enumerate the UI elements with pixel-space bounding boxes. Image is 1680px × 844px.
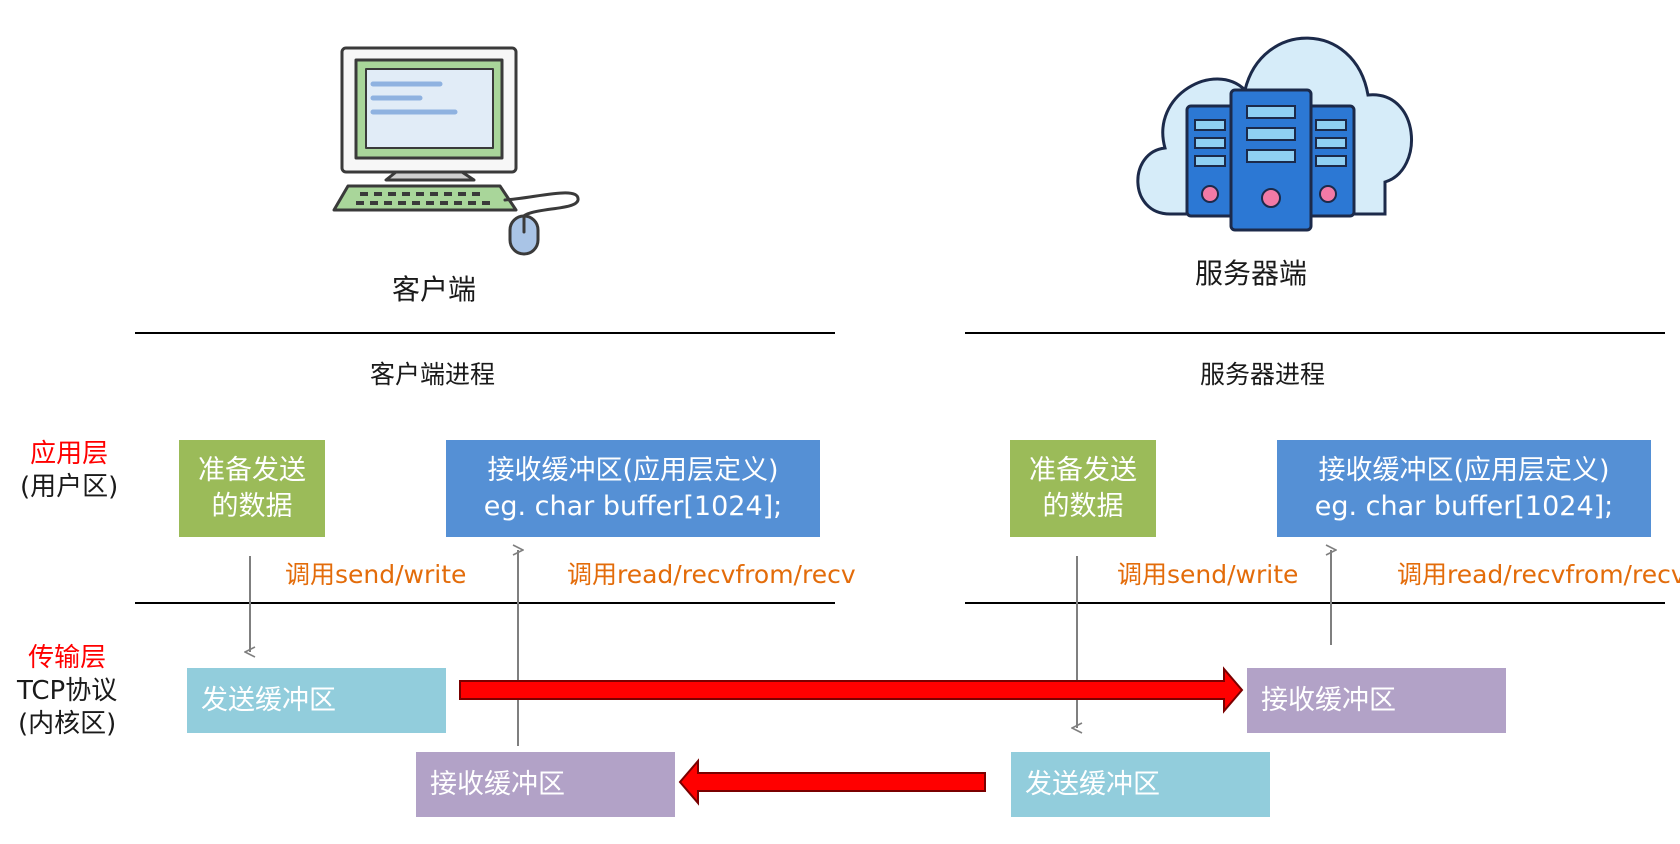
client-app-recv-line1: 接收缓冲区(应用层定义) [487,454,779,486]
server-prepare-line2: 的数据 [1042,490,1124,522]
server-app-recv-line1: 接收缓冲区(应用层定义) [1318,454,1610,486]
client-prepare-line1: 准备发送 [198,454,306,486]
client-send-call-label: 调用send/write [285,560,467,589]
client-app-recv-line2: eg. char buffer[1024]; [483,490,783,522]
client-tcp-send-buffer: 发送缓冲区 [187,668,446,733]
client-to-server-data-arrow [459,666,1244,714]
client-app-recv-buffer-box: 接收缓冲区(应用层定义) eg. char buffer[1024]; [446,440,820,537]
client-prepare-data-box: 准备发送 的数据 [179,440,325,537]
server-tcp-send-buffer: 发送缓冲区 [1011,752,1270,817]
client-recv-call-label: 调用read/recvfrom/recv [567,560,856,589]
cloud-server-icon [1136,36,1413,232]
server-process-label: 服务器进程 [1200,360,1326,389]
desktop-computer-icon [332,46,580,256]
server-app-recv-line2: eg. char buffer[1024]; [1314,490,1614,522]
server-recv-call-label: 调用read/recvfrom/recv [1397,560,1680,589]
transport-layer-name: 传输层 [28,643,107,673]
server-prepare-data-box: 准备发送 的数据 [1010,440,1156,537]
server-title: 服务器端 [1195,257,1308,290]
client-title: 客户端 [392,273,477,306]
server-tcp-send-buffer-label: 发送缓冲区 [1025,768,1160,800]
transport-layer-label: 传输层 TCP协议 (内核区) [17,642,117,741]
server-to-client-data-arrow [678,758,986,806]
app-layer-name: 应用层 [30,439,109,469]
server-prepare-line1: 准备发送 [1029,454,1137,486]
server-tcp-recv-buffer: 接收缓冲区 [1247,668,1506,733]
server-send-call-label: 调用send/write [1117,560,1299,589]
server-app-recv-buffer-box: 接收缓冲区(应用层定义) eg. char buffer[1024]; [1277,440,1651,537]
client-process-label: 客户端进程 [370,360,496,389]
client-tcp-recv-buffer-label: 接收缓冲区 [430,768,565,800]
app-layer-sub: (用户区) [20,472,119,502]
app-layer-label: 应用层 (用户区) [20,438,118,504]
transport-layer-sub: (内核区) [17,709,117,739]
server-tcp-recv-buffer-label: 接收缓冲区 [1261,684,1396,716]
client-tcp-send-buffer-label: 发送缓冲区 [201,684,336,716]
client-tcp-recv-buffer: 接收缓冲区 [416,752,675,817]
client-prepare-line2: 的数据 [211,490,293,522]
transport-layer-proto: TCP协议 [17,676,118,706]
